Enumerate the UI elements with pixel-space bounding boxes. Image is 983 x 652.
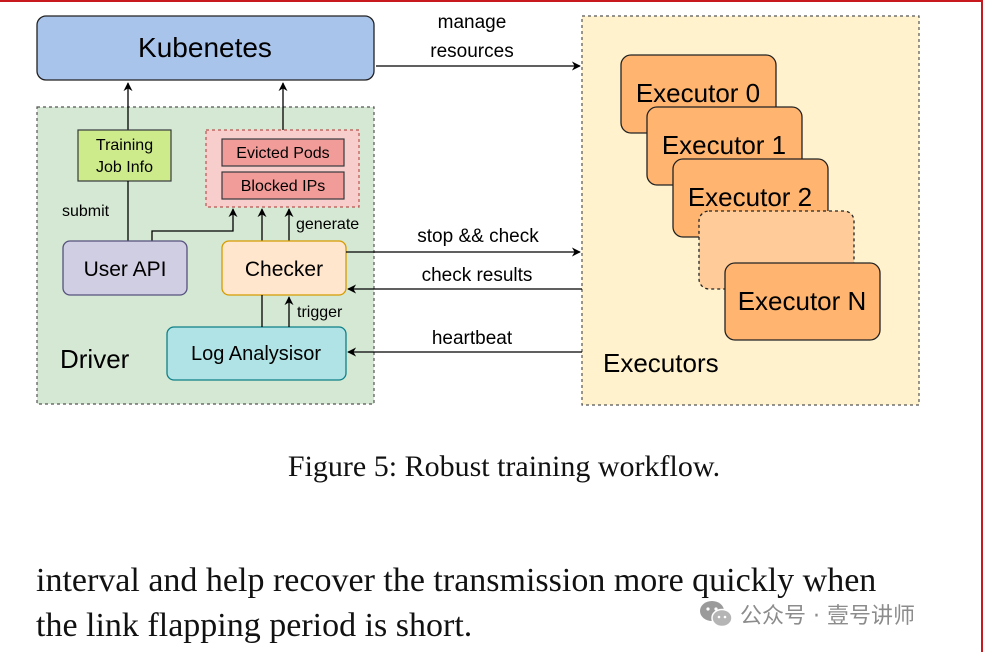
workflow-diagram: Kubenetes manage resources Training Job … bbox=[36, 12, 920, 406]
log-analysisor-box bbox=[166, 326, 347, 381]
executor-1-label: Executor 1 bbox=[662, 130, 786, 160]
executor-n-label: Executor N bbox=[738, 286, 867, 316]
frame-right-border bbox=[981, 0, 983, 652]
frame-top-border bbox=[0, 0, 983, 2]
blocked-ips-box bbox=[221, 171, 345, 200]
paper-body-text: interval and help recover the transmissi… bbox=[36, 558, 981, 648]
kubernetes-label: Kubenetes bbox=[138, 32, 272, 63]
executor-n-box bbox=[724, 262, 881, 341]
checker-label: Checker bbox=[245, 258, 323, 281]
kubernetes-box bbox=[36, 15, 375, 81]
figure-caption: Figure 5: Robust training workflow. bbox=[287, 450, 721, 483]
driver-label: Driver bbox=[60, 344, 130, 374]
submit-label: submit bbox=[62, 203, 110, 220]
generate-label: generate bbox=[296, 216, 359, 233]
training-label-line2: Job Info bbox=[96, 159, 153, 176]
training-job-info-box bbox=[77, 129, 172, 182]
executor-0-label: Executor 0 bbox=[636, 78, 760, 108]
body-text-line: the link flapping period is short. bbox=[36, 607, 473, 644]
wechat-icon bbox=[700, 601, 733, 628]
trigger-label: trigger bbox=[297, 304, 343, 321]
stop-check-label: stop && check bbox=[417, 226, 539, 247]
blocked-ips-label: Blocked IPs bbox=[241, 178, 325, 195]
watermark-text: 公众号 · 壹号讲师 bbox=[740, 604, 915, 629]
user-api-box bbox=[62, 240, 188, 296]
watermark: 公众号 · 壹号讲师 bbox=[698, 599, 915, 629]
manage-label-line1: manage bbox=[438, 12, 507, 33]
body-text-line: interval and help recover the transmissi… bbox=[36, 562, 877, 599]
executors-label: Executors bbox=[603, 348, 719, 378]
heartbeat-label: heartbeat bbox=[432, 328, 513, 349]
log-analysisor-label: Log Analysisor bbox=[191, 343, 321, 365]
check-results-label: check results bbox=[422, 265, 533, 286]
executor-2-label: Executor 2 bbox=[688, 182, 812, 212]
evicted-pods-label: Evicted Pods bbox=[236, 145, 329, 162]
user-api-label: User API bbox=[84, 258, 167, 281]
user-api-to-pods-arrow bbox=[151, 208, 238, 241]
checker-box bbox=[221, 240, 347, 296]
training-label-line1: Training bbox=[96, 137, 153, 154]
evicted-pods-box bbox=[221, 138, 345, 167]
manage-label-line2: resources bbox=[430, 41, 513, 62]
